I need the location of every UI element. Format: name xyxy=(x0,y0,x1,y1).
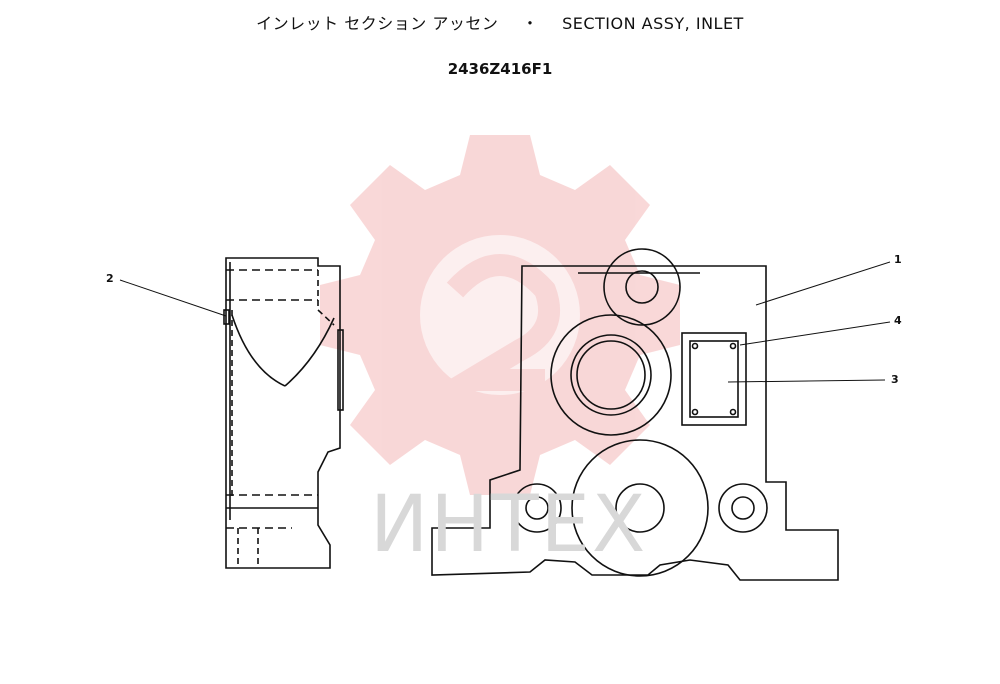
callout-1: 1 xyxy=(894,253,902,266)
title-english: SECTION ASSY, INLET xyxy=(562,14,744,33)
title-japanese: インレット セクション アッセン xyxy=(256,14,499,33)
watermark-gear-icon xyxy=(320,135,680,495)
callout-4: 4 xyxy=(894,314,902,327)
callout-3: 3 xyxy=(891,373,899,386)
callout-2: 2 xyxy=(106,272,114,285)
watermark-text: ИНТЕХ xyxy=(370,480,648,570)
diagram-title: インレット セクション アッセン ・ SECTION ASSY, INLET xyxy=(0,10,1000,34)
part-number: 2436Z416F1 xyxy=(447,60,553,78)
title-separator: ・ xyxy=(521,14,539,33)
leader-lines xyxy=(119,261,891,383)
front-view xyxy=(431,248,839,581)
side-view xyxy=(223,257,344,569)
